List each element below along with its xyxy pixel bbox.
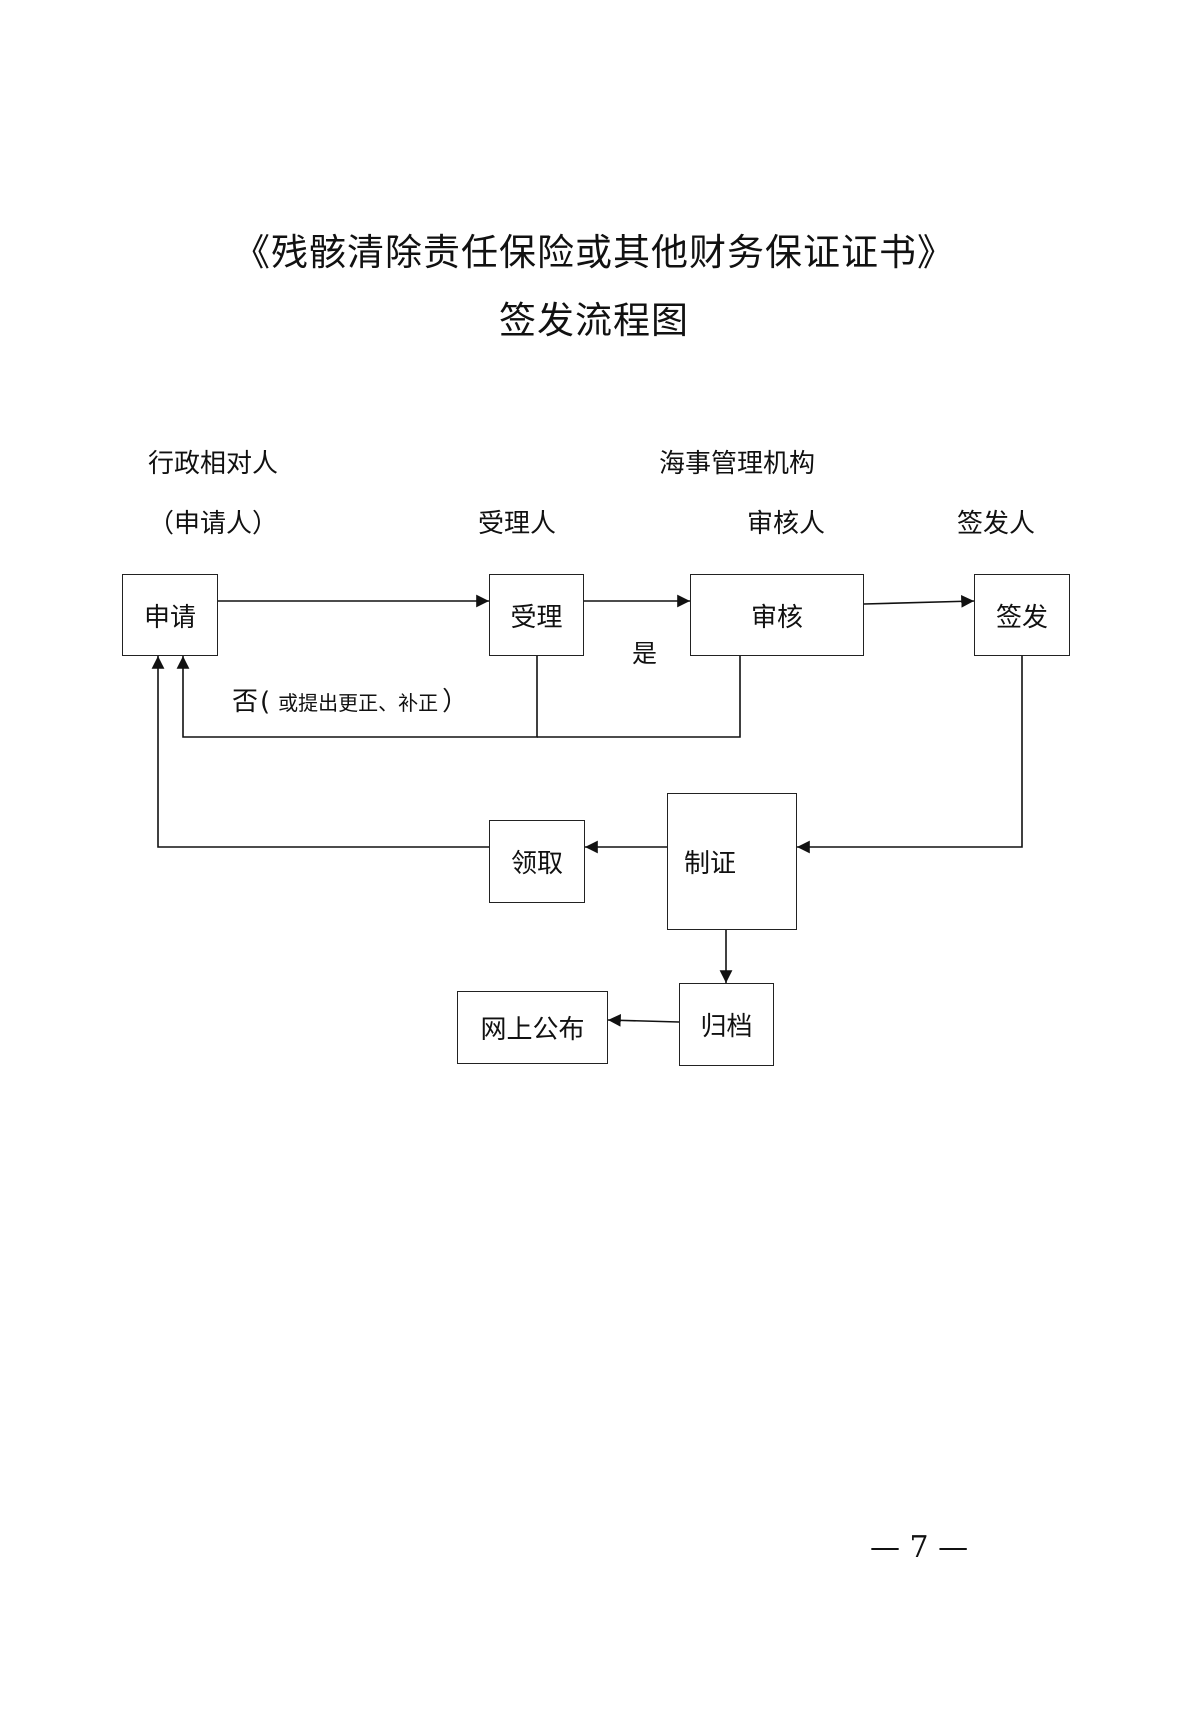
node-collect: 领取 [489, 820, 585, 903]
header-applicant-role: （申请人） [148, 509, 279, 539]
header-applicant-party: 行政相对人 [148, 449, 279, 479]
node-issue: 签发 [974, 574, 1070, 656]
node-review: 审核 [690, 574, 864, 656]
label-yes: 是 [632, 639, 658, 668]
header-issuer: 签发人 [957, 509, 1036, 539]
header-acceptor: 受理人 [478, 509, 557, 539]
node-issue-label: 签发 [995, 602, 1048, 633]
node-accept: 受理 [489, 574, 584, 656]
arrow-accept-reject-return [176, 656, 538, 738]
node-collect-label: 领取 [510, 849, 563, 879]
label-no-detail: 或提出更正、补正 [278, 691, 439, 715]
document-title: 《残骸清除责任保险或其他财务保证证书》 [233, 231, 955, 274]
header-reviewer: 审核人 [747, 509, 826, 539]
arrow-issue-to-make-certificate [797, 656, 1023, 854]
node-publish-online: 网上公布 [457, 991, 608, 1064]
arrow-archive-to-publish [607, 1013, 680, 1027]
label-no-paren-close: ） [442, 687, 469, 717]
node-archive-label: 归档 [700, 1012, 753, 1042]
node-apply: 申请 [122, 574, 218, 656]
node-archive: 归档 [679, 983, 774, 1066]
line-review-reject-return [537, 656, 741, 738]
node-publish-online-label: 网上公布 [480, 1015, 585, 1045]
arrow-collect-to-apply [151, 656, 489, 848]
arrow-review-to-issue [863, 594, 975, 608]
page-number: — 7 — [870, 1530, 969, 1565]
label-no-text: 否 [232, 687, 259, 717]
node-review-label: 审核 [750, 602, 803, 633]
node-apply-label: 申请 [143, 602, 196, 633]
node-make-certificate: 制证 [667, 793, 797, 930]
document-subtitle: 签发流程图 [499, 299, 689, 342]
header-authority: 海事管理机构 [659, 449, 816, 479]
label-no: 否( 或提出更正、补正） [232, 681, 468, 718]
node-accept-label: 受理 [510, 602, 563, 633]
node-make-certificate-label: 制证 [684, 849, 737, 879]
label-no-paren-open: ( [260, 687, 271, 717]
